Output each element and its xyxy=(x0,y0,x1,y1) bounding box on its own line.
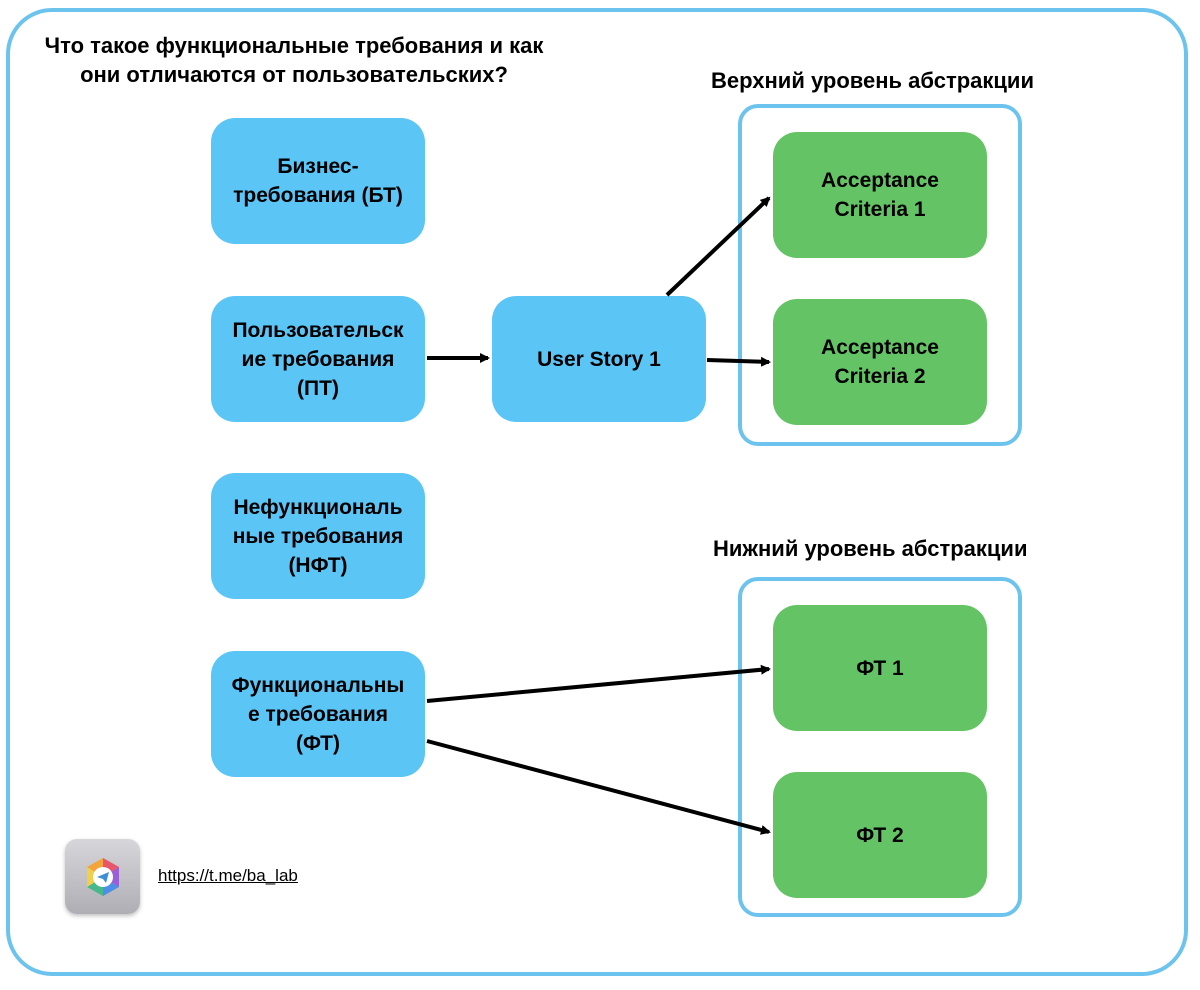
upper-group-frame xyxy=(738,104,1022,446)
node-nonfunctional-requirements: Нефункциональ ные требования (НФТ) xyxy=(211,473,425,599)
node-acceptance-criteria-2: Acceptance Criteria 2 xyxy=(773,299,987,425)
node-acceptance-criteria-1: Acceptance Criteria 1 xyxy=(773,132,987,258)
node-user-requirements: Пользовательск ие требования (ПТ) xyxy=(211,296,425,422)
lower-group-label: Нижний уровень абстракции xyxy=(713,536,1028,561)
telegram-lab-logo-icon xyxy=(65,839,140,914)
node-ft-2: ФТ 2 xyxy=(773,772,987,898)
logo-graphic xyxy=(86,857,119,896)
arrow-user-story-to-ac1 xyxy=(665,196,771,297)
telegram-link[interactable]: https://t.me/ba_lab xyxy=(158,866,298,885)
node-functional-requirements: Функциональны е требования (ФТ) xyxy=(211,651,425,777)
lower-group-frame xyxy=(738,577,1022,917)
arrow-user-story-to-ac2 xyxy=(706,356,771,367)
arrow-ft-to-ft2 xyxy=(426,739,771,835)
node-ft-1: ФТ 1 xyxy=(773,605,987,731)
node-business-requirements: Бизнес- требования (БТ) xyxy=(211,118,425,244)
outer-frame xyxy=(6,8,1188,976)
node-user-story: User Story 1 xyxy=(492,296,706,422)
upper-group-label: Верхний уровень абстракции xyxy=(711,68,1034,93)
page-title: Что такое функциональные требования и ка… xyxy=(44,33,544,87)
arrow-ft-to-ft1 xyxy=(426,664,771,703)
